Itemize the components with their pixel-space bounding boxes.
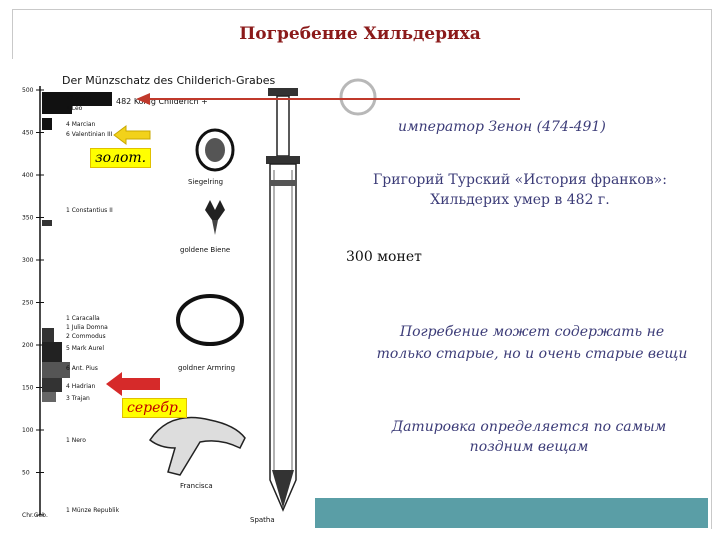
- zeno-label: император Зенон (474-491): [398, 119, 606, 135]
- coin-label: 6 Valentinian III: [66, 131, 113, 138]
- coin-label: 1 Julia Domna: [66, 324, 108, 331]
- gregory-line-2: Хильдерих умер в 482 г.: [430, 192, 610, 208]
- gregory-note: Григорий Турский «История франков»: Хиль…: [340, 170, 700, 210]
- burial-line-1: Погребение может содержать не: [399, 324, 665, 340]
- slide-frame-right: [711, 9, 712, 529]
- coin-label: 1 Caracalla: [66, 315, 100, 322]
- scale-tick-label: Chr.Geb.: [22, 512, 48, 519]
- coin-label: 4 Marcian: [66, 121, 96, 128]
- coin-label: 3 Trajan: [66, 395, 90, 402]
- gregory-line-1: Григорий Турский «История франков»:: [373, 172, 667, 188]
- footer-accent-bar: [315, 498, 708, 528]
- figure-top-label: 482 König Childerich +: [116, 97, 208, 106]
- scale-tick-label: 300: [22, 257, 34, 264]
- scale-tick-label: 150: [22, 385, 34, 392]
- scale-tick-label: 500: [22, 87, 34, 94]
- label-spatha: Spatha: [250, 516, 275, 524]
- dating-line-1: Датировка определяется по самым: [391, 419, 667, 435]
- coin-label: 1 Münze Republik: [66, 507, 120, 514]
- slide-frame-left: [12, 9, 13, 59]
- scale-tick-label: 200: [22, 342, 34, 349]
- coin-label: 1 Nero: [66, 437, 86, 444]
- coin-label: 5 Mark Aurel: [66, 345, 104, 352]
- burial-line-2: только старые, но и очень старые вещи: [376, 346, 688, 362]
- silver-arrow: [106, 372, 160, 396]
- scale-tick-label: 450: [22, 130, 34, 137]
- silver-tag: серебр.: [122, 398, 188, 418]
- coins-count: 300 монет: [346, 249, 422, 265]
- coin-label: 2 Commodus: [66, 333, 106, 340]
- coin-label: 1 Leo: [66, 105, 83, 112]
- scale-tick-label: 50: [22, 470, 30, 477]
- zeno-arrow-head: [136, 93, 150, 105]
- scale-tick-label: 400: [22, 172, 34, 179]
- figure-heading: Der Münzschatz des Childerich-Grabes: [62, 74, 276, 87]
- coin-label: 4 Hadrian: [66, 383, 96, 390]
- slide-title: Погребение Хильдериха: [239, 24, 481, 44]
- gold-arrow: [113, 125, 151, 145]
- dating-note: Датировка определяется по самым поздним …: [350, 417, 708, 457]
- scale-tick-label: 100: [22, 427, 34, 434]
- scale-tick-label: 350: [22, 215, 34, 222]
- label-siegelring: Siegelring: [188, 178, 223, 186]
- label-goldner-armring: goldner Armring: [178, 364, 235, 372]
- gold-tag: золот.: [90, 148, 152, 168]
- coin-label: 1 Constantius II: [66, 207, 113, 214]
- scale-tick-label: 250: [22, 300, 34, 307]
- label-goldene-biene: goldene Biene: [180, 246, 230, 254]
- dating-line-2: поздним вещам: [469, 439, 589, 455]
- highlight-circle: [339, 78, 377, 116]
- coin-label: 12 Zeno: [66, 95, 91, 102]
- coin-label: 6 Ant. Pius: [66, 365, 98, 372]
- coin-hoard-figure: Der Münzschatz des Childerich-Grabes 500…: [22, 74, 300, 524]
- slide-frame-top: [12, 9, 712, 10]
- label-francisca: Francisca: [180, 482, 213, 490]
- burial-note: Погребение может содержать не только ста…: [350, 321, 714, 365]
